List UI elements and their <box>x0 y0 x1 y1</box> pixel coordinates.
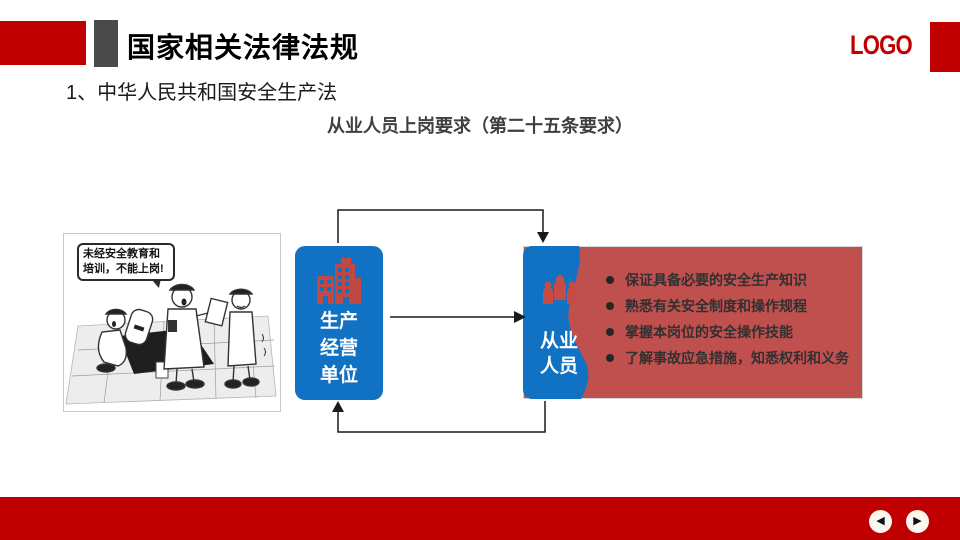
requirement-text: 掌握本岗位的安全操作技能 <box>625 324 793 340</box>
node-employees-requirements: 从业 人员 保证具备必要的安全生产知识 熟悉有关安全制度和操作规程 掌握本岗位的… <box>523 246 863 399</box>
list-item: 掌握本岗位的安全操作技能 <box>606 321 852 343</box>
node-production-unit: 生产 经营 单位 <box>295 246 383 400</box>
employees-label-line2: 人员 <box>539 356 578 377</box>
cartoon-illustration: 未经安全教育和 培训，不能上岗! <box>63 233 281 412</box>
requirement-text: 熟悉有关安全制度和操作规程 <box>625 298 807 314</box>
requirement-text: 了解事故应急措施，知悉权利和义务 <box>625 350 849 366</box>
bullet-dot-icon <box>606 328 614 336</box>
employees-label-line1: 从业 <box>539 331 578 352</box>
speech-bubble: 未经安全教育和 培训，不能上岗! <box>77 243 175 281</box>
subtitle: 1、中华人民共和国安全生产法 <box>66 82 338 104</box>
speech-bubble-line2: 培训，不能上岗! <box>83 262 164 275</box>
header-right-red-block <box>930 22 960 72</box>
arrowhead-up-icon <box>332 401 344 412</box>
list-item: 了解事故应急措施，知悉权利和义务 <box>606 347 852 369</box>
production-unit-label: 生产 经营 单位 <box>295 308 383 389</box>
list-item: 熟悉有关安全制度和操作规程 <box>606 295 852 317</box>
production-unit-label-line2: 经营 <box>319 338 358 359</box>
production-unit-label-line3: 单位 <box>319 365 358 386</box>
people-icon <box>540 273 580 318</box>
next-slide-button[interactable]: ▶ <box>906 510 929 533</box>
employees-label: 从业 人员 <box>528 329 590 379</box>
arrowhead-down-icon <box>537 232 549 243</box>
speech-bubble-line1: 未经安全教育和 <box>83 248 160 260</box>
bullet-dot-icon <box>606 276 614 284</box>
page-title: 国家相关法律法规 <box>127 32 360 63</box>
requirements-list: 保证具备必要的安全生产知识 熟悉有关安全制度和操作规程 掌握本岗位的安全操作技能… <box>606 269 852 373</box>
prev-slide-button[interactable]: ◀ <box>869 510 892 533</box>
footer-bar <box>0 497 960 540</box>
section-heading: 从业人员上岗要求（第二十五条要求） <box>327 116 633 136</box>
bullet-dot-icon <box>606 302 614 310</box>
requirement-text: 保证具备必要的安全生产知识 <box>625 272 807 288</box>
logo: LOGO <box>850 30 913 60</box>
building-icon <box>295 256 383 311</box>
header-gray-accent <box>94 20 118 67</box>
production-unit-label-line1: 生产 <box>319 311 358 332</box>
list-item: 保证具备必要的安全生产知识 <box>606 269 852 291</box>
bullet-dot-icon <box>606 354 614 362</box>
cartoon-drawing <box>65 283 277 405</box>
header-red-bar <box>0 21 86 65</box>
